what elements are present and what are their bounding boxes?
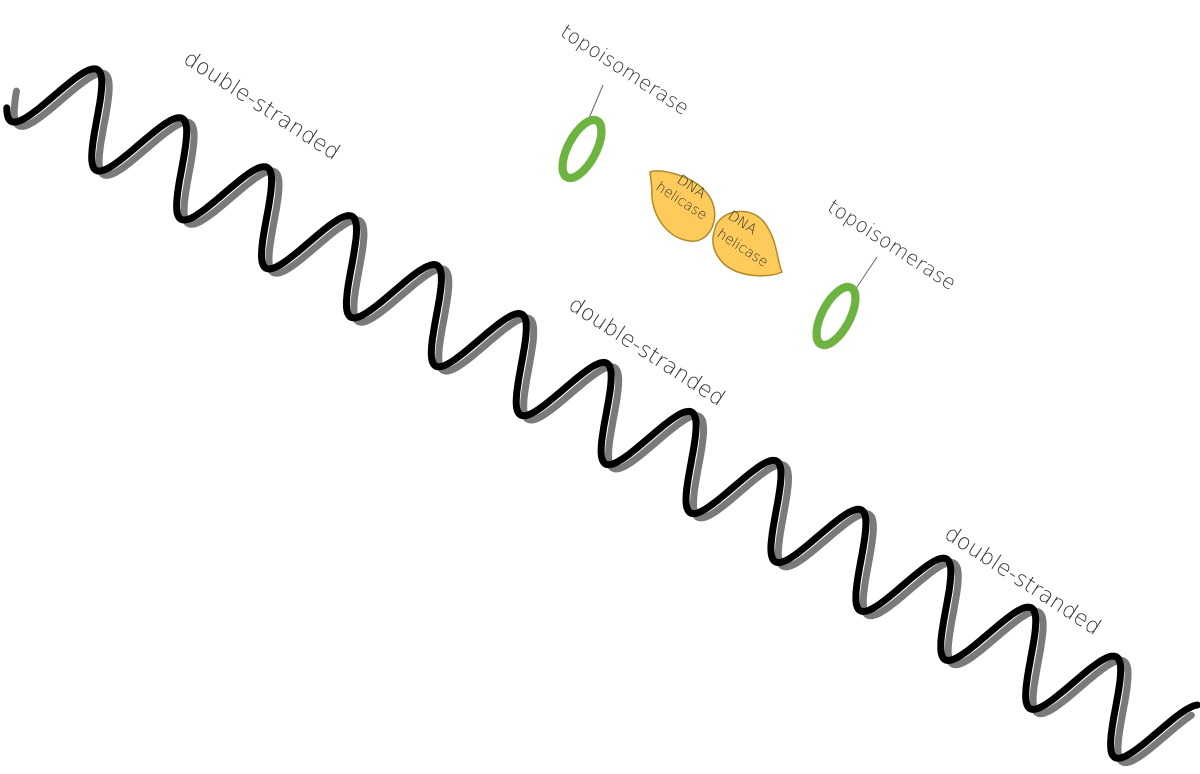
topoisomerase-label-1: topoisomerase	[556, 19, 693, 120]
topoisomerase-label-2: topoisomerase	[823, 194, 960, 295]
dna-strand-black	[3, 65, 1200, 762]
dna-strand-gray	[10, 69, 1195, 767]
dna-helicase-1: DNA helicase	[649, 170, 716, 242]
double-stranded-label-1: double-stranded	[179, 46, 344, 166]
dna-helicase-shape-2	[712, 210, 784, 277]
topoisomerase-leader-line-2	[852, 256, 878, 294]
dna-helicase-shape-1	[649, 170, 716, 242]
topoisomerase-group-1: topoisomerase	[556, 19, 694, 183]
dna-double-helix	[3, 65, 1200, 767]
double-stranded-label-2: double-stranded	[564, 292, 729, 412]
topoisomerase-ring-1	[558, 115, 606, 183]
topoisomerase-ring-2	[812, 282, 860, 350]
topoisomerase-group-2: topoisomerase	[812, 194, 961, 350]
double-stranded-label-3: double-stranded	[940, 521, 1105, 641]
dna-helicase-2: DNA helicase	[712, 208, 784, 277]
